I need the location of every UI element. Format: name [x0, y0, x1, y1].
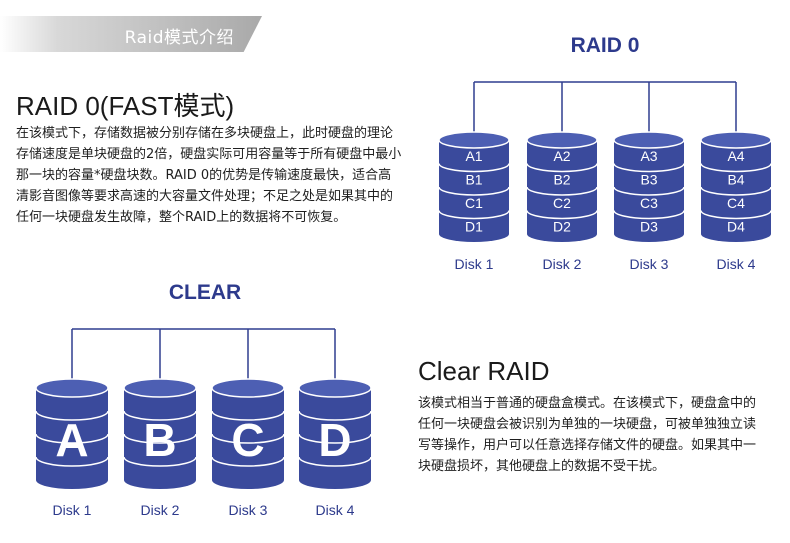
raid0-block-label: A2: [553, 148, 570, 164]
clear-disk-label: Disk 1: [53, 502, 92, 518]
clear-disk-divider: [35, 433, 109, 444]
raid0-disk-divider: [613, 210, 685, 220]
clear-disk-label: Disk 3: [229, 502, 268, 518]
clear-disk-body: [124, 388, 196, 480]
clear-disk-top: [298, 378, 372, 398]
clear-disk-divider: [298, 456, 372, 467]
raid0-disk-base: [527, 226, 597, 242]
raid0-disk-divider: [700, 210, 772, 220]
raid0-block-label: C4: [727, 195, 745, 211]
raid0-heading: RAID 0(FAST模式): [16, 91, 235, 121]
raid0-block-label: D4: [727, 218, 745, 234]
raid0-block-label: B4: [727, 171, 744, 187]
raid0-disk-label: Disk 2: [543, 256, 582, 272]
raid0-block-label: D2: [553, 218, 571, 234]
raid0-disk-base: [439, 226, 509, 242]
raid0-block-label: A1: [465, 148, 482, 164]
raid0-block-label: C3: [640, 195, 658, 211]
raid0-disk-top: [438, 131, 510, 149]
raid0-disk-label: Disk 4: [717, 256, 756, 272]
clear-disk-divider: [123, 410, 197, 421]
raid0-block-label: C1: [465, 195, 483, 211]
raid0-block-label: D1: [465, 218, 483, 234]
clear-disk-divider: [123, 433, 197, 444]
clear-disk-label: Disk 2: [141, 502, 180, 518]
clear-disk-letter: A: [55, 414, 88, 466]
clear-disk-body: [299, 388, 371, 480]
raid0-disk-label: Disk 1: [455, 256, 494, 272]
raid0-disk-label: Disk 3: [630, 256, 669, 272]
clear-disk-base: [36, 471, 108, 489]
clear-disk-body: [212, 388, 284, 480]
raid0-block-label: C2: [553, 195, 571, 211]
section-banner: Raid模式介绍: [0, 16, 262, 52]
clear-disk-divider: [35, 410, 109, 421]
clear-disk-divider: [35, 456, 109, 467]
banner-label: Raid模式介绍: [124, 28, 234, 48]
raid0-disk-divider: [438, 163, 510, 173]
raid0-disk-divider: [613, 186, 685, 196]
raid0-disk-divider: [526, 186, 598, 196]
raid0-block-label: B1: [465, 171, 482, 187]
clear-disk-divider: [298, 433, 372, 444]
raid0-description: 在该模式下，存储数据被分别存储在多块硬盘上，此时硬盘的理论存储速度是单块硬盘的2…: [16, 126, 402, 225]
clear-heading: Clear RAID: [418, 356, 550, 386]
raid0-block-label: B3: [640, 171, 657, 187]
clear-disk-divider: [211, 410, 285, 421]
raid0-disk-divider: [526, 163, 598, 173]
raid0-block-label: A3: [640, 148, 657, 164]
raid0-disk-divider: [526, 210, 598, 220]
clear-disk-divider: [123, 456, 197, 467]
raid0-block-label: D3: [640, 218, 658, 234]
clear-disk-letter: D: [318, 414, 351, 466]
clear-disk-top: [123, 378, 197, 398]
raid0-block-label: A4: [727, 148, 744, 164]
clear-disk-divider: [211, 456, 285, 467]
clear-disk-label: Disk 4: [316, 502, 355, 518]
raid0-disk-divider: [438, 210, 510, 220]
raid0-disk-top: [613, 131, 685, 149]
clear-disk-top: [211, 378, 285, 398]
raid0-disk-top: [700, 131, 772, 149]
clear-disk-base: [124, 471, 196, 489]
raid0-disk-base: [701, 226, 771, 242]
raid0-diagram-title: RAID 0: [570, 34, 640, 57]
clear-diagram-title: CLEAR: [168, 281, 242, 304]
clear-disk-letter: C: [231, 414, 264, 466]
clear-disk-body: [36, 388, 108, 480]
raid0-disk-base: [614, 226, 684, 242]
clear-disk-divider: [211, 433, 285, 444]
raid0-disk-top: [526, 131, 598, 149]
raid0-disk-divider: [700, 186, 772, 196]
clear-disk-base: [299, 471, 371, 489]
clear-disk-divider: [298, 410, 372, 421]
raid0-disk-divider: [438, 186, 510, 196]
clear-description: 该模式相当于普通的硬盘盒模式。在该模式下，硬盘盒中的任何一块硬盘会被识别为单独的…: [418, 396, 757, 474]
raid0-disk-divider: [613, 163, 685, 173]
raid0-disk-divider: [700, 163, 772, 173]
clear-disk-top: [35, 378, 109, 398]
clear-disk-base: [212, 471, 284, 489]
clear-disk-letter: B: [143, 414, 176, 466]
raid0-block-label: B2: [553, 171, 570, 187]
